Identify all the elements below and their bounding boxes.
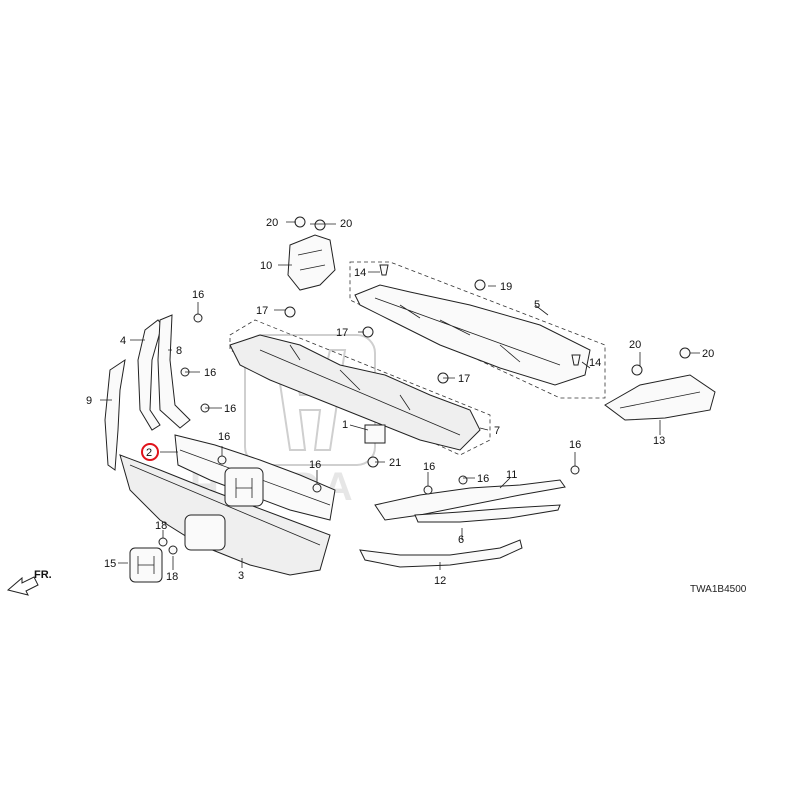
part-3-front-grille[interactable] (119, 454, 331, 576)
part-9-molding[interactable] (104, 358, 126, 471)
part-6-molding[interactable] (414, 504, 561, 523)
callout-11[interactable]: 11 (506, 469, 517, 481)
highlight-circle (141, 443, 159, 461)
diagram-code: TWA1B4500 (690, 584, 747, 595)
part-11-molding[interactable] (374, 479, 566, 521)
part-10-bracket[interactable] (287, 234, 336, 291)
callout-8[interactable]: 8 (176, 345, 182, 357)
direction-label: FR. (34, 569, 52, 581)
callout-17[interactable]: 17 (256, 305, 268, 317)
callout-17[interactable]: 17 (458, 373, 470, 385)
callout-3[interactable]: 3 (238, 570, 244, 582)
callout-20[interactable]: 20 (702, 348, 714, 360)
callout-2-highlighted[interactable]: 2 (146, 447, 152, 459)
callout-1[interactable]: 1 (342, 419, 348, 431)
callout-14[interactable]: 14 (589, 357, 601, 369)
callout-16[interactable]: 16 (569, 439, 581, 451)
callout-10[interactable]: 10 (260, 260, 272, 272)
part-13-side-bracket[interactable] (604, 374, 716, 421)
callout-20[interactable]: 20 (266, 217, 278, 229)
part-12-molding[interactable] (359, 539, 523, 568)
callout-15[interactable]: 15 (104, 558, 116, 570)
callout-20[interactable]: 20 (340, 218, 352, 230)
callout-16[interactable]: 16 (477, 473, 489, 485)
callout-19[interactable]: 19 (500, 281, 512, 293)
callout-20[interactable]: 20 (629, 339, 641, 351)
callout-16[interactable]: 16 (423, 461, 435, 473)
part-15-emblem[interactable] (129, 547, 163, 583)
callout-12[interactable]: 12 (434, 575, 446, 587)
callouts: 20 20 10 16 17 17 14 19 5 4 8 16 16 9 17… (86, 217, 714, 587)
leader-lines (100, 221, 700, 570)
callout-13[interactable]: 13 (653, 435, 665, 447)
callout-16[interactable]: 16 (192, 289, 204, 301)
callout-16[interactable]: 16 (218, 431, 230, 443)
callout-18[interactable]: 18 (155, 520, 167, 532)
callout-18[interactable]: 18 (166, 571, 178, 583)
part-2-grille-lower[interactable] (174, 434, 336, 521)
callout-16[interactable]: 16 (309, 459, 321, 471)
callout-6[interactable]: 6 (458, 534, 464, 546)
callout-7[interactable]: 7 (494, 425, 500, 437)
callout-17[interactable]: 17 (336, 327, 348, 339)
part-8-molding[interactable] (157, 314, 191, 429)
part-5-upper-cover[interactable] (349, 261, 606, 399)
part-7-bulkhead-bracket[interactable] (229, 319, 491, 456)
front-direction-indicator: FR. (6, 569, 52, 596)
callout-21[interactable]: 21 (389, 457, 401, 469)
callout-4[interactable]: 4 (120, 335, 126, 347)
callout-16[interactable]: 16 (224, 403, 236, 415)
callout-16[interactable]: 16 (204, 367, 216, 379)
callout-14[interactable]: 14 (354, 267, 366, 279)
callout-9[interactable]: 9 (86, 395, 92, 407)
callout-5[interactable]: 5 (534, 299, 540, 311)
arrow-icon (6, 576, 39, 596)
